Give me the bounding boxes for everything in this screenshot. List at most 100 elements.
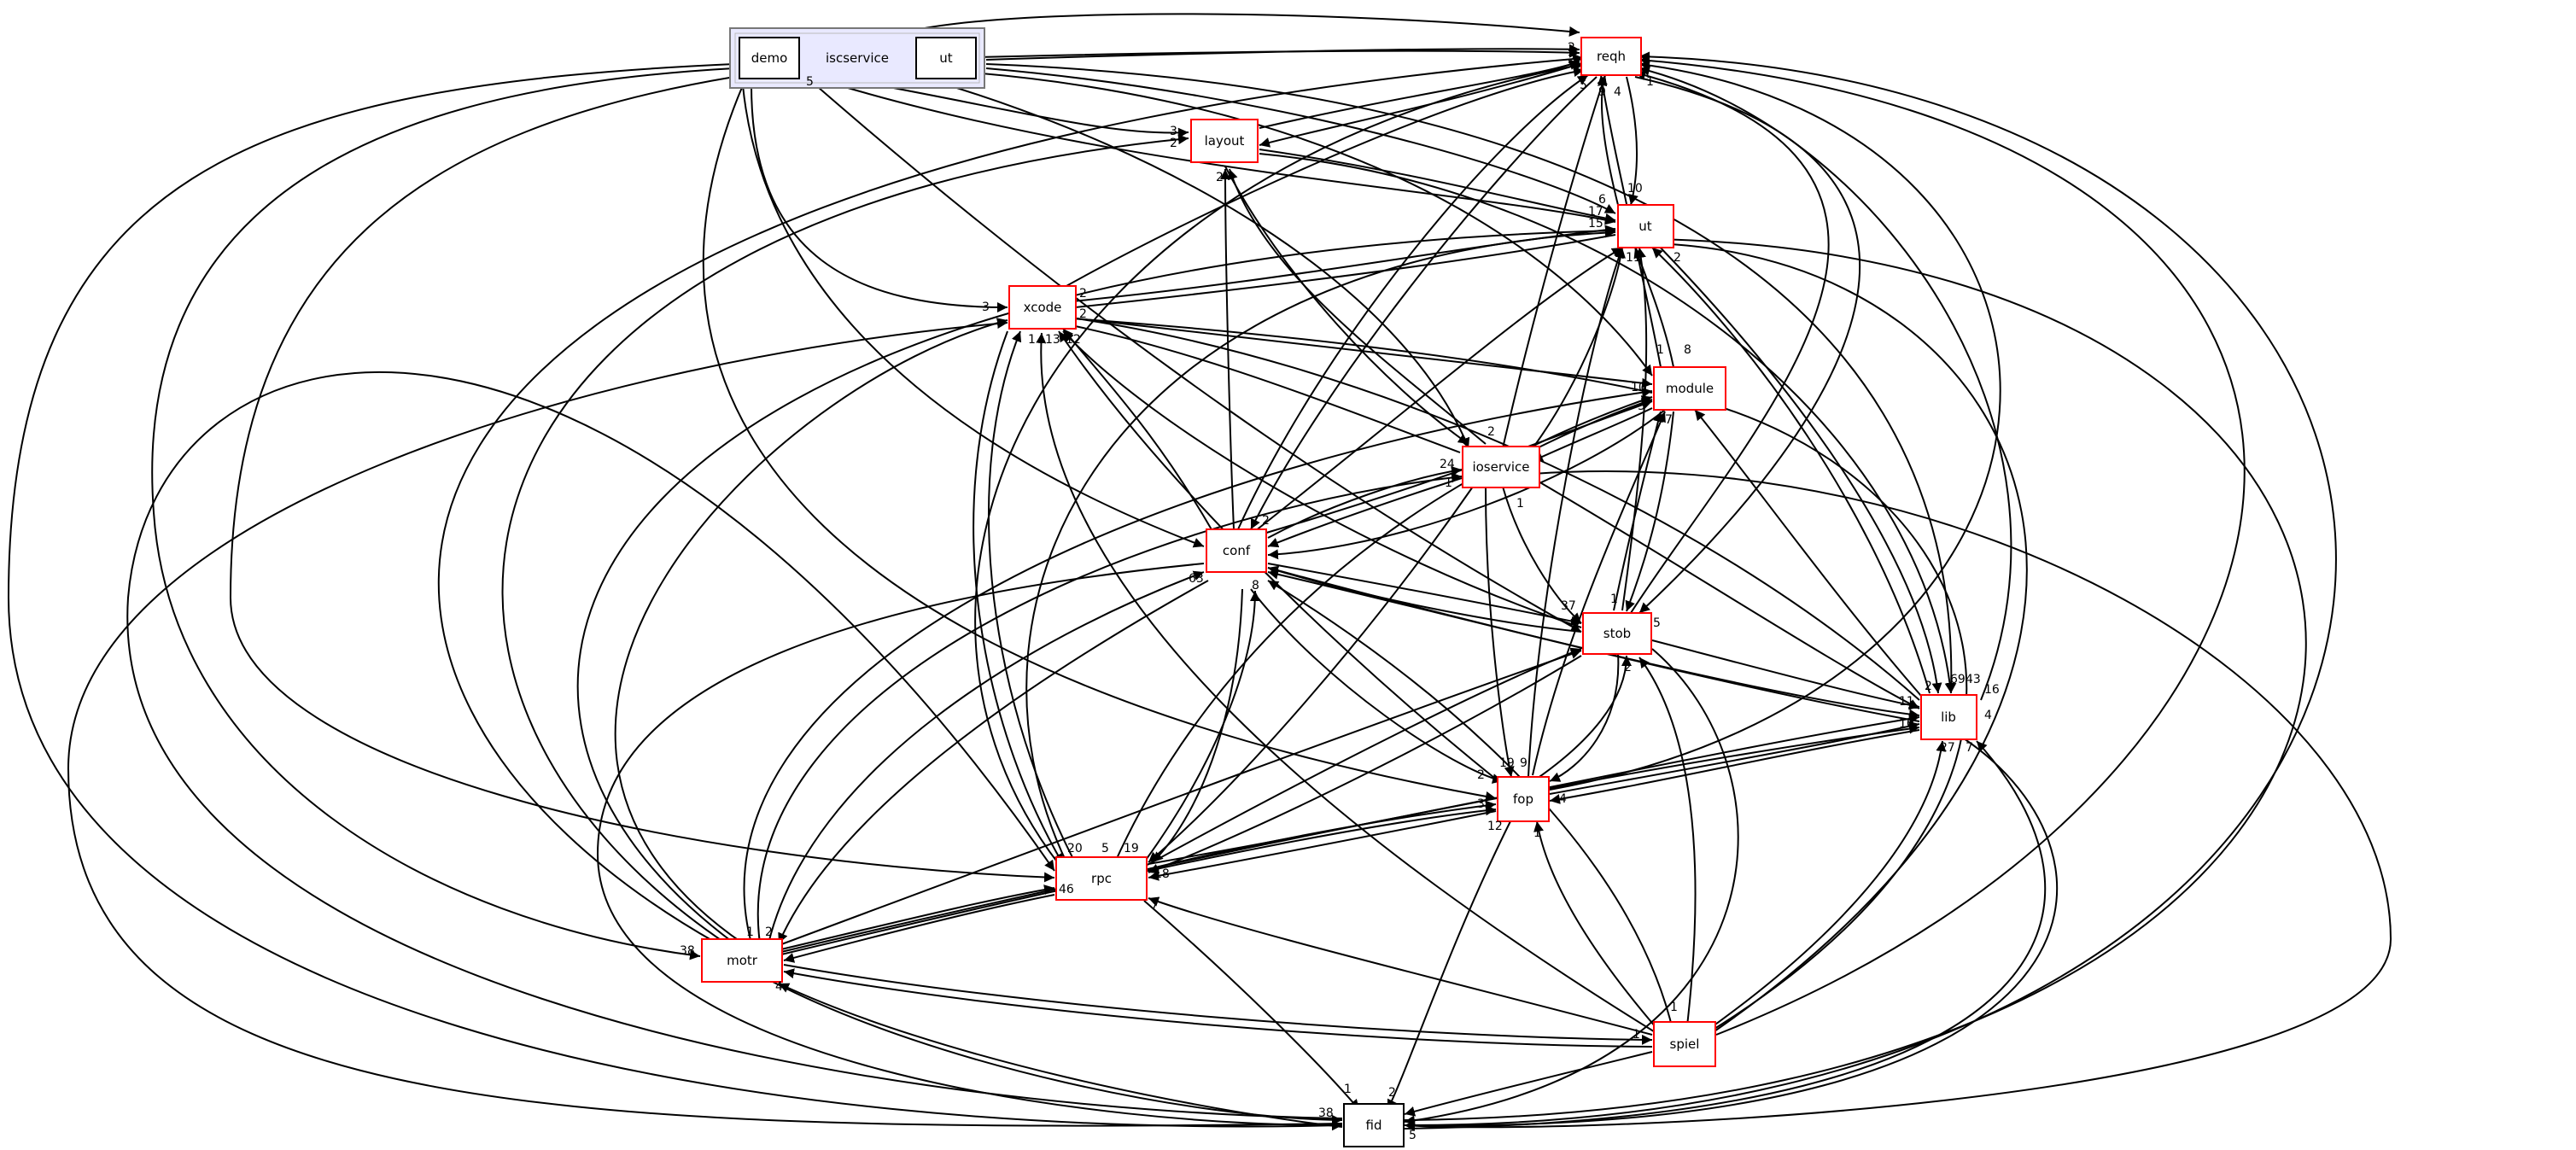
edge-fid-lib <box>1404 740 2047 1130</box>
node-fop[interactable]: fop <box>1497 776 1550 822</box>
node-conf[interactable]: conf <box>1206 528 1267 573</box>
edge-layout-ioservice <box>1224 166 1469 445</box>
node-xcode[interactable]: xcode <box>1008 285 1077 330</box>
edge-lib-fop <box>1549 729 1920 804</box>
edge-count: 5 <box>1101 842 1109 855</box>
edge-count: 2 <box>1568 41 1575 55</box>
node-reqh[interactable]: reqh <box>1580 37 1642 76</box>
edge-spiel-xcode <box>1036 332 1657 1034</box>
edge-count: 10 <box>1899 717 1914 731</box>
edge-motr-xcode <box>614 318 1008 944</box>
edge-count: 3 <box>1638 400 1645 413</box>
node-ut-local[interactable]: ut <box>915 37 977 79</box>
edge-xcode-rpc <box>973 330 1064 865</box>
node-lib[interactable]: lib <box>1920 694 1977 740</box>
edge-count: 43 <box>1966 673 1981 686</box>
edge-ioservice-layout <box>1228 168 1487 445</box>
node-fid[interactable]: fid <box>1343 1103 1405 1147</box>
node-rpc[interactable]: rpc <box>1055 856 1148 901</box>
edge-count-layer: 2 2 5 9 4 1 5 3 2 2 10 6 17 15 11 2 2 3 … <box>680 41 2000 1142</box>
edge-motr-module <box>743 387 1653 944</box>
node-rpc-label: rpc <box>1091 871 1112 886</box>
node-conf-box <box>1206 528 1267 573</box>
edge-count: 2 <box>765 925 773 939</box>
edge-count: 13 <box>1045 333 1060 347</box>
edge-conf-rpc <box>1152 588 1243 863</box>
edge-stob-rpc <box>1148 655 1582 874</box>
edge-lib-reqh <box>1638 66 2012 701</box>
edge-demo-xcode <box>751 85 1008 312</box>
edge-stob-reqh <box>1630 70 1830 614</box>
edge-count: 12 <box>1066 333 1081 347</box>
edge-demo-fid <box>7 63 1343 1131</box>
edge-rpc-module <box>1113 395 1653 865</box>
edge-count: 46 <box>1059 883 1074 896</box>
node-layout[interactable]: layout <box>1190 119 1259 163</box>
edge-count: 27 <box>1940 741 1955 755</box>
edge-ut-xcode <box>1058 234 1616 313</box>
node-reqh-box <box>1580 37 1642 76</box>
edge-ioservice-reqh <box>1502 74 1607 449</box>
edge-xcode-module <box>1054 315 1653 388</box>
edge-rpc-conf <box>1143 590 1260 863</box>
edge-count: 5 <box>1580 79 1587 92</box>
edge-lib-fid <box>1404 738 2059 1131</box>
edge-spiel-reqh <box>1638 55 2246 1036</box>
node-fid-box <box>1343 1103 1405 1147</box>
node-layout-label: layout <box>1205 133 1245 149</box>
edge-conf-layout <box>1220 168 1235 530</box>
iscservice-cluster-inner <box>734 32 980 84</box>
edge-stob-lib <box>1651 639 1920 710</box>
edge-iscs-ioservice <box>904 72 1470 449</box>
node-demo[interactable]: demo <box>739 37 800 79</box>
edge-count: 9 <box>1520 756 1527 770</box>
edge-rpc-motr <box>783 894 1055 963</box>
edge-count: 3 <box>1170 125 1177 138</box>
edge-count: 18 <box>1154 867 1170 881</box>
node-ioservice-box <box>1462 446 1540 488</box>
node-demo-box <box>739 37 800 79</box>
edge-module-xcode <box>1058 312 1653 394</box>
edge-motr-ut <box>576 225 1616 944</box>
edge-count: 6 <box>1598 193 1606 207</box>
node-stob-label: stob <box>1603 626 1631 641</box>
node-module[interactable]: module <box>1653 366 1726 411</box>
edge-count: 63 <box>1189 572 1204 586</box>
node-motr[interactable]: motr <box>701 938 783 983</box>
edge-rpc-fid <box>1143 900 1360 1111</box>
edge-count: 16 <box>1984 683 2000 697</box>
edge-count: 7 <box>1151 898 1159 912</box>
edge-count: 2 <box>1568 53 1575 67</box>
edge-ioservice-rpc <box>1148 486 1474 863</box>
edge-count: 4 <box>1614 85 1621 99</box>
edge-count: 3 <box>982 301 990 314</box>
edge-spiel-lib <box>1703 740 1947 1034</box>
edge-spiel-motr <box>783 968 1653 1048</box>
node-ioservice[interactable]: ioservice <box>1462 446 1540 488</box>
edge-module-ioservice <box>1532 407 1653 462</box>
edge-spiel-stob <box>1638 657 1697 1034</box>
edge-rpc-reqh <box>974 61 1585 865</box>
edge-count: 1 <box>1656 343 1664 357</box>
edge-count: 38 <box>680 944 695 958</box>
edge-count: 2 <box>1487 425 1495 439</box>
edge-demo-fop <box>702 85 1497 802</box>
edge-layout-ut <box>1259 149 1616 224</box>
node-spiel[interactable]: spiel <box>1653 1021 1716 1067</box>
node-fop-box <box>1497 776 1550 822</box>
edge-conf-ut <box>1254 247 1623 532</box>
edge-fop-module <box>1532 411 1666 776</box>
edge-reqh-ut <box>1626 76 1638 206</box>
edge-count: 7 <box>1966 741 1973 755</box>
edge-count: 1 <box>1633 1028 1640 1042</box>
edge-count: 5 <box>806 75 814 89</box>
edge-count: 10 <box>1631 381 1646 394</box>
edge-fid-motr <box>778 983 1343 1128</box>
edge-ioservice-conf <box>1267 477 1463 548</box>
edge-spiel-conf <box>1267 580 1674 1034</box>
edge-fop-stob <box>1536 655 1632 779</box>
edge-count: 24 <box>1440 458 1455 471</box>
edge-stob-module <box>1613 411 1663 611</box>
node-ut[interactable]: ut <box>1617 204 1674 248</box>
node-stob[interactable]: stob <box>1582 612 1652 655</box>
